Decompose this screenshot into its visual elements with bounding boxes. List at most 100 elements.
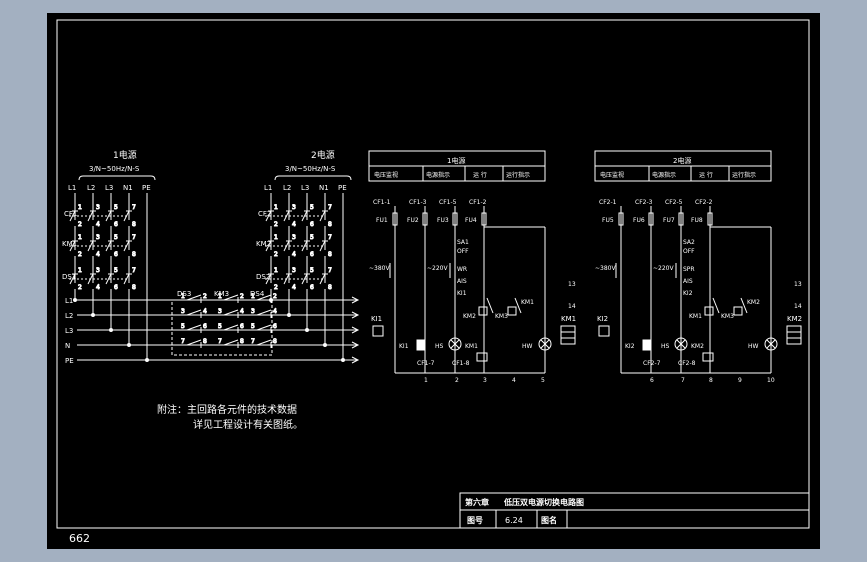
terminal-number: 7 [132,267,136,274]
ctrl-label: WR [457,266,467,273]
terminal-number: 7 [132,204,136,211]
terminal-number: 8 [132,251,136,258]
ctrl-header: 电源指示 [426,171,450,179]
terminal-number: 4 [96,284,100,291]
terminal-number: 8 [132,221,136,228]
page-number: 662 [69,532,90,545]
ctrl-label: 1 [424,377,428,384]
drawing-title: 低压双电源切换电路图 [503,497,584,507]
ctrl-label: 14 [794,303,802,310]
cf1-label: CF1 [64,210,77,218]
source2-label: 2电源 [311,149,335,161]
terminal-number: 1 [274,234,278,241]
terminal-number: 5 [251,323,255,330]
ctrl-label: FU3 [437,217,449,224]
terminal-number: 6 [310,251,314,258]
phase-label: PE [338,184,347,192]
fig-no-label: 图号 [467,516,483,525]
terminal-number: 6 [240,323,244,330]
ds1-label: DS1 [62,273,76,281]
terminal-number: 6 [203,323,207,330]
terminal-number: 6 [310,221,314,228]
terminal-number: 6 [114,251,118,258]
terminal-number: 3 [96,234,100,241]
ctrl-label: SA2 [683,239,695,246]
phase-label: L2 [87,184,95,192]
phase-label: L3 [301,184,309,192]
ctrl-label: KM2 [691,343,704,350]
ctrl-label: KI1 [399,343,409,350]
ctrl-label: KM3 [721,313,734,320]
note-line-1: 附注：主回路各元件的技术数据 [157,403,297,416]
ctrl-label: 4 [512,377,516,384]
terminal-number: 7 [251,338,255,345]
phase-label: N1 [319,184,329,192]
terminal-number: 6 [273,323,277,330]
terminal-number: 1 [78,234,82,241]
terminal-number: 3 [96,204,100,211]
terminal-number: 6 [310,284,314,291]
ctrl-label: FU1 [376,217,388,224]
ctrl-header: 电压监视 [374,171,398,179]
terminal-number: 1 [78,267,82,274]
ctrl-label: 2 [455,377,459,384]
ctrl-label: OFF [457,248,469,255]
circuit-diagram: 1电源 3/N~50Hz/N-S 2电源 3/N~50Hz/N-S 123456… [56,19,810,529]
ctrl-label: KM1 [689,313,702,320]
phase-label: L3 [105,184,113,192]
km2-label: KM2 [256,240,271,248]
ctrl-label: CF1-2 [469,199,487,206]
terminal-number: 6 [114,221,118,228]
terminal-number: 4 [96,251,100,258]
ctrl-title: 2电源 [673,156,691,165]
ctrl-label: AIS [457,278,467,285]
terminal-number: 7 [328,204,332,211]
terminal-number: 4 [240,308,244,315]
terminal-number: 4 [292,284,296,291]
ctrl-label: CF1-7 [417,360,435,367]
terminal-number: 7 [328,234,332,241]
ds3-label: DS3 [177,290,191,298]
bus-label: PE [65,357,74,365]
terminal-number: 2 [240,293,244,300]
ctrl-label: FU8 [691,217,703,224]
source1-label: 1电源 [113,149,137,161]
cf2-label: CF2 [258,210,271,218]
ctrl-label: ~220V [653,265,674,272]
ctrl-label: SPR [683,266,695,273]
ctrl-label: FU5 [602,217,614,224]
terminal-number: 5 [114,267,118,274]
ctrl-label: KI2 [683,290,693,297]
terminal-number: 3 [181,308,185,315]
terminal-number: 2 [273,293,277,300]
terminal-number: 4 [292,251,296,258]
source2-spec: 3/N~50Hz/N-S [285,165,336,173]
ctrl-label: CF2-7 [643,360,661,367]
terminal-number: 8 [328,284,332,291]
ctrl-header: 运 行 [699,171,713,179]
ctrl-label: KM2 [463,313,476,320]
ctrl-label: 13 [794,281,802,288]
ctrl-label: FU2 [407,217,419,224]
terminal-number: 3 [218,308,222,315]
ctrl-label: KI1 [457,290,467,297]
ctrl-label: 9 [738,377,742,384]
ctrl-header: 运 行 [473,171,487,179]
fig-name-label: 图名 [541,515,557,525]
ctrl-label: CF2-3 [635,199,653,206]
terminal-number: 5 [310,204,314,211]
phase-label: N1 [123,184,133,192]
ctrl-label: KI2 [597,315,608,323]
terminal-number: 4 [203,308,207,315]
ctrl-header: 运行指示 [506,171,530,179]
terminal-number: 2 [274,284,278,291]
terminal-number: 3 [96,267,100,274]
terminal-number: 4 [292,221,296,228]
ctrl-header: 电源指示 [652,171,676,179]
terminal-number: 5 [310,234,314,241]
terminal-number: 1 [218,293,222,300]
terminal-number: 8 [328,221,332,228]
terminal-number: 2 [274,221,278,228]
ctrl-title: 1电源 [447,156,465,165]
terminal-number: 2 [78,284,82,291]
